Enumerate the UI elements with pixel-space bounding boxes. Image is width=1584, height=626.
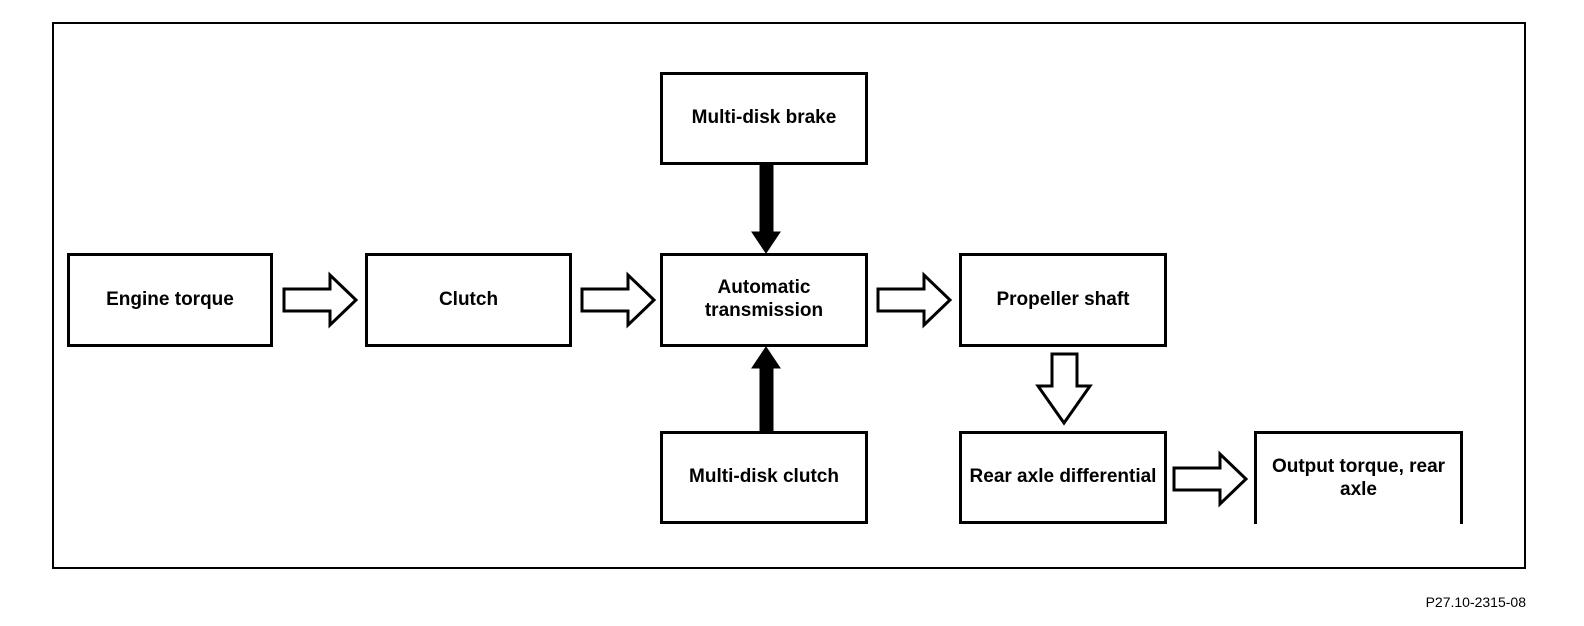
propeller-shaft-box: Propeller shaft bbox=[959, 253, 1167, 347]
clutch-label: Clutch bbox=[438, 288, 499, 310]
multi-disk-brake-box: Multi-disk brake bbox=[660, 72, 868, 165]
arrow-engine-to-clutch bbox=[282, 271, 359, 329]
multi-disk-brake-label: Multi-disk brake bbox=[691, 107, 837, 129]
diagram-frame bbox=[52, 22, 1526, 569]
engine-torque-box: Engine torque bbox=[67, 253, 273, 347]
rear-axle-differential-box: Rear axle differential bbox=[959, 431, 1167, 524]
multi-disk-clutch-box: Multi-disk clutch bbox=[660, 431, 868, 524]
engine-torque-label: Engine torque bbox=[106, 288, 234, 310]
output-torque-box: Output torque, rear axle bbox=[1254, 431, 1463, 524]
automatic-transmission-box: Automatic transmission bbox=[660, 253, 868, 347]
document-id: P27.10-2315-08 bbox=[1425, 594, 1526, 610]
arrow-propeller-to-differential bbox=[1035, 352, 1093, 426]
arrow-clutch-to-transmission bbox=[580, 271, 657, 329]
arrow-brake-to-transmission bbox=[751, 164, 781, 254]
automatic-transmission-label: Automatic transmission bbox=[704, 277, 824, 321]
multi-disk-clutch-label: Multi-disk clutch bbox=[689, 466, 839, 488]
propeller-shaft-label: Propeller shaft bbox=[996, 288, 1130, 310]
arrow-multiclutch-to-transmission bbox=[751, 346, 781, 432]
arrow-differential-to-output bbox=[1172, 450, 1249, 508]
output-torque-label: Output torque, rear axle bbox=[1271, 456, 1446, 500]
clutch-box: Clutch bbox=[365, 253, 572, 347]
arrow-transmission-to-propeller bbox=[876, 271, 953, 329]
rear-axle-differential-label: Rear axle differential bbox=[969, 466, 1157, 488]
